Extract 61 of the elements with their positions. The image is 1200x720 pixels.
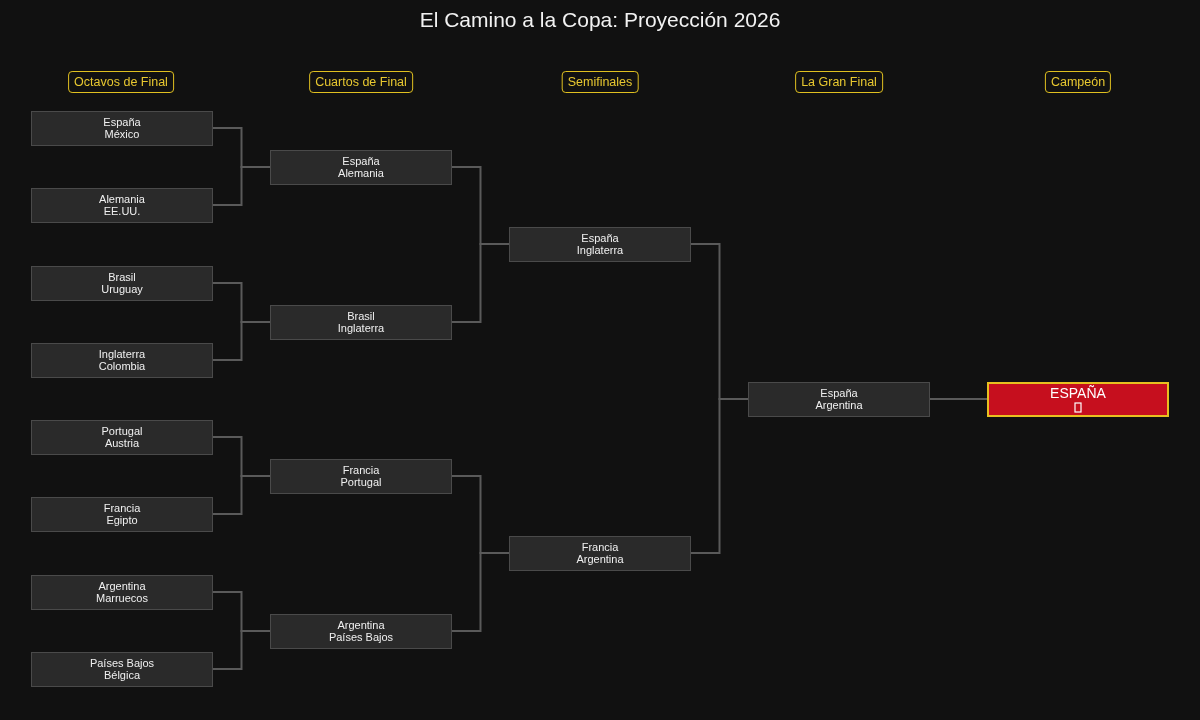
- team-name: España: [342, 155, 380, 167]
- team-name: Alemania: [99, 193, 145, 205]
- team-name: Austria: [104, 437, 140, 449]
- team-name: Inglaterra: [576, 244, 624, 256]
- team-name: Colombia: [98, 360, 146, 372]
- match-box: [509, 226, 691, 262]
- match-box: [31, 419, 213, 455]
- bracket-line: [212, 166, 271, 206]
- team-name: España: [103, 116, 141, 128]
- match-box: [31, 265, 213, 301]
- team-name: Francia: [342, 464, 380, 476]
- title: El Camino a la Copa: Proyección 2026: [418, 8, 782, 32]
- bracket-line: [451, 552, 510, 632]
- match-box: [270, 149, 452, 185]
- team-name: Uruguay: [101, 283, 143, 295]
- team-name: Argentina: [576, 553, 624, 565]
- match-box: [270, 458, 452, 494]
- team-name: Brasil: [108, 271, 136, 283]
- team-name: Países Bajos: [328, 631, 394, 643]
- match-box: [509, 535, 691, 571]
- round-header: La Gran Final: [795, 71, 883, 93]
- round-header: Octavos de Final: [68, 71, 174, 93]
- team-name: Egipto: [106, 514, 138, 526]
- bracket-line: [929, 398, 988, 400]
- match-box: [31, 110, 213, 146]
- team-name: Portugal: [101, 425, 143, 437]
- match-box: [31, 187, 213, 223]
- team-name: Brasil: [347, 310, 375, 322]
- bracket-line: [212, 475, 271, 515]
- match-box: [31, 342, 213, 378]
- champion-name: ESPAÑA: [1050, 385, 1106, 401]
- team-name: México: [104, 128, 140, 140]
- round-header: Campeón: [1044, 71, 1112, 93]
- team-name: Argentina: [815, 399, 863, 411]
- match-box: [31, 651, 213, 687]
- champion-box: [987, 381, 1169, 417]
- match-box: [748, 381, 930, 417]
- bracket-line: [690, 398, 749, 554]
- team-name: Portugal: [340, 476, 382, 488]
- team-name: España: [581, 232, 619, 244]
- team-name: Inglaterra: [98, 348, 146, 360]
- team-name: Francia: [103, 502, 141, 514]
- match-box: [31, 496, 213, 532]
- match-box: [31, 574, 213, 610]
- team-name: Países Bajos: [89, 657, 155, 669]
- match-box: [270, 304, 452, 340]
- bracket-line: [451, 243, 510, 323]
- team-name: EE.UU.: [103, 205, 141, 217]
- team-name: Inglaterra: [337, 322, 385, 334]
- team-name: Marruecos: [96, 592, 148, 604]
- round-header: Cuartos de Final: [309, 71, 413, 93]
- team-name: España: [820, 387, 858, 399]
- match-box: [270, 613, 452, 649]
- team-name: Francia: [581, 541, 619, 553]
- round-header: Semifinales: [561, 71, 639, 93]
- team-name: Argentina: [98, 580, 146, 592]
- team-name: Argentina: [337, 619, 385, 631]
- bracket-line: [212, 630, 271, 670]
- team-name: Bélgica: [103, 669, 141, 681]
- team-name: Alemania: [338, 167, 384, 179]
- bracket-line: [212, 321, 271, 361]
